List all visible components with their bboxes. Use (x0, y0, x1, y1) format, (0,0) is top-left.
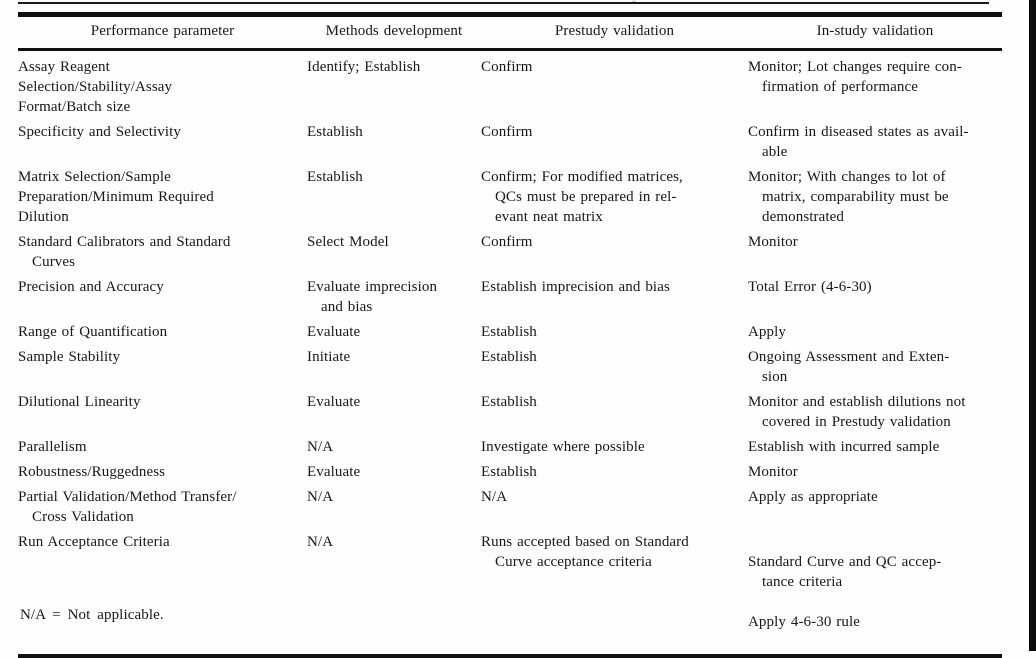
table-row: Dilutional Linearity Evaluate Establish … (18, 389, 1002, 434)
cell-instudy-line-group: Standard Curve and QC accep- tance crite… (748, 554, 942, 590)
cell-instudy: Apply as appropriate (748, 489, 878, 505)
cell-instudy: Total Error (4-6-30) (748, 279, 872, 295)
cell-prestudy: N/A (481, 489, 508, 505)
cell-instudy: Establish with incurred sample (748, 439, 940, 455)
cell-methods: Initiate (307, 349, 351, 365)
table-row: Robustness/Ruggedness Evaluate Establish… (18, 459, 1002, 484)
table-row: Sample Stability Initiate Establish Ongo… (18, 344, 1002, 389)
cell-parameter: Range of Quantification (18, 324, 168, 340)
scan-edge-right-strip (1029, 0, 1036, 651)
cell-instudy: Confirm in diseased states as avail- abl… (748, 124, 969, 160)
cell-methods: Evaluate (307, 464, 361, 480)
cell-parameter: Assay Reagent Selection/Stability/Assay … (18, 59, 173, 115)
top-thin-rule (18, 2, 989, 4)
cell-prestudy: Confirm; For modified matrices, QCs must… (481, 169, 683, 225)
cell-parameter: Standard Calibrators and Standard Curves (18, 234, 231, 270)
column-header-performance-parameter: Performance parameter (18, 14, 307, 51)
column-header-methods-development: Methods development (307, 14, 481, 51)
cell-prestudy: Confirm (481, 124, 533, 140)
header-row: Performance parameter Methods developmen… (18, 14, 1002, 51)
table-row: Parallelism N/A Investigate where possib… (18, 434, 1002, 459)
table-row: Specificity and Selectivity Establish Co… (18, 119, 1002, 164)
cell-instudy: Monitor (748, 234, 798, 250)
cell-prestudy: Confirm (481, 234, 533, 250)
table-row: Matrix Selection/Sample Preparation/Mini… (18, 164, 1002, 229)
cell-methods: Evaluate (307, 324, 361, 340)
cell-methods: N/A (307, 439, 334, 455)
cell-parameter: Run Acceptance Criteria (18, 534, 170, 550)
column-header-prestudy-validation: Prestudy validation (481, 14, 748, 51)
cell-prestudy: Establish (481, 349, 537, 365)
cell-methods: N/A (307, 534, 334, 550)
cell-prestudy: Establish (481, 324, 537, 340)
cell-parameter: Robustness/Ruggedness (18, 464, 166, 480)
table-row: Run Acceptance Criteria N/A Runs accepte… (18, 529, 1002, 656)
cell-instudy: Monitor; With changes to lot of matrix, … (748, 169, 949, 225)
cell-methods: Establish (307, 124, 363, 140)
cell-instudy: Monitor; Lot changes require con- firmat… (748, 59, 962, 95)
cell-instudy-apply-rule: Apply 4-6-30 rule (748, 614, 861, 630)
cell-parameter: Parallelism (18, 439, 87, 455)
cell-methods: Identify; Establish (307, 59, 421, 75)
cell-methods: Establish (307, 169, 363, 185)
cell-instudy: Standard Curve and QC accep- tance crite… (748, 529, 1002, 656)
cell-prestudy: Confirm (481, 59, 533, 75)
cell-parameter: Dilutional Linearity (18, 394, 141, 410)
cell-prestudy: Runs accepted based on Standard Curve ac… (481, 534, 689, 570)
cell-parameter: Specificity and Selectivity (18, 124, 181, 140)
cell-instudy: Ongoing Assessment and Exten- sion (748, 349, 950, 385)
cell-parameter: Partial Validation/Method Transfer/ Cros… (18, 489, 237, 525)
cell-parameter: Precision and Accuracy (18, 279, 164, 295)
cell-prestudy: Investigate where possible (481, 439, 645, 455)
cell-instudy: Apply (748, 324, 786, 340)
cell-prestudy: Establish (481, 464, 537, 480)
caption-remnant: y (632, 0, 692, 4)
column-header-in-study-validation: In-study validation (748, 14, 1002, 51)
table-row: Standard Calibrators and Standard Curves… (18, 229, 1002, 274)
cell-methods: Evaluate imprecision and bias (307, 279, 438, 315)
cell-prestudy: Establish (481, 394, 537, 410)
table-row: Assay Reagent Selection/Stability/Assay … (18, 50, 1002, 120)
cell-prestudy: Establish imprecision and bias (481, 279, 670, 295)
cell-methods: Select Model (307, 234, 389, 250)
cell-parameter: Sample Stability (18, 349, 121, 365)
validation-table: Performance parameter Methods developmen… (18, 12, 1002, 658)
cell-parameter: Matrix Selection/Sample Preparation/Mini… (18, 169, 214, 225)
cell-methods: Evaluate (307, 394, 361, 410)
caption-remnant-text: y (632, 0, 692, 4)
cell-instudy: Monitor and establish dilutions not cove… (748, 394, 966, 430)
cell-instudy: Monitor (748, 464, 798, 480)
table-row: Precision and Accuracy Evaluate imprecis… (18, 274, 1002, 319)
footnote: N/A = Not applicable. (20, 607, 164, 623)
table-row: Range of Quantification Evaluate Establi… (18, 319, 1002, 344)
cell-methods: N/A (307, 489, 334, 505)
table-row: Partial Validation/Method Transfer/ Cros… (18, 484, 1002, 529)
